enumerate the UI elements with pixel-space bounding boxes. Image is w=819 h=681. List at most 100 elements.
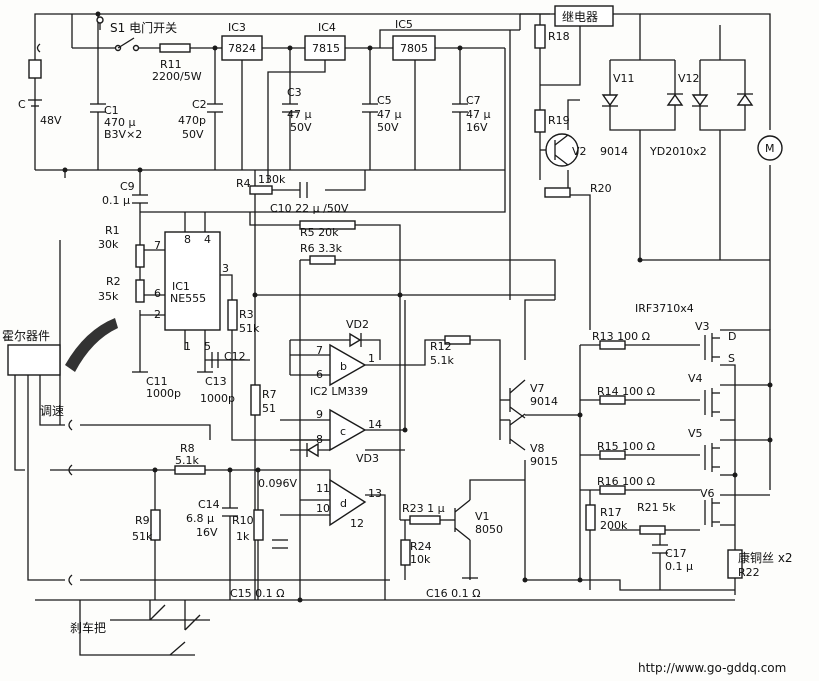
label-r14: R14 100 Ω [597,385,655,398]
resistor-r18 [534,24,546,49]
label-c1-value2: B3V×2 [104,128,142,141]
label-v6: V6 [700,487,715,500]
pin-3: 3 [222,262,229,275]
label-r17: R17 [600,506,622,519]
diode-vd3 [306,442,319,458]
resistor-r9 [150,509,161,541]
label-r8-value: 5.1k [175,454,199,467]
label-ic4-value: 7815 [312,42,340,55]
label-c1: C1 [104,104,119,117]
capacitor-c1 [90,103,106,113]
label-c10: C10 22 μ /50V [270,202,349,215]
label-r5: R5 20k [300,226,339,239]
shunt-resistor-r22 [727,549,743,579]
label-op-c: c [340,425,346,438]
label-c3: C3 [287,86,302,99]
capacitor-c3 [282,103,298,113]
label-r7: R7 [262,388,277,401]
label-drain: D [728,330,736,343]
watermark-url: http://www.go-gddq.com [638,661,786,675]
label-ic5: IC5 [395,18,413,31]
label-r11-value: 2200/5W [152,70,202,83]
label-v1-value: 8050 [475,523,503,536]
resistor-r2 [135,279,145,303]
labels: S1 电门开关 R11 2200/5W IC3 7824 IC4 7815 IC… [2,10,793,675]
pin-4: 4 [204,233,211,246]
pin-8: 8 [184,233,191,246]
hall-sensor [7,344,61,376]
pin-7: 7 [154,239,161,252]
label-c11: C11 [146,375,168,388]
label-v2-value: 9014 [600,145,628,158]
pin-c-9: 9 [316,408,323,421]
label-s1: S1 电门开关 [110,20,177,35]
label-r13: R13 100 Ω [592,330,650,343]
mosfet-v6 [704,498,720,527]
label-v7-value: 9014 [530,395,558,408]
label-c7-value: 47 μ [466,108,491,121]
motor: M [757,135,783,161]
capacitor-c17 [652,544,668,554]
label-v11: V11 [613,72,635,85]
label-r7-value: 51 [262,402,276,415]
label-irf: IRF3710x4 [635,302,694,315]
label-c3-value2: 50V [290,121,312,134]
label-cbat: C [18,98,26,111]
label-vd2: VD2 [346,318,369,331]
capacitor-c2 [207,103,223,113]
label-op-d: d [340,497,347,510]
label-r18: R18 [548,30,570,43]
resistor-r13 [599,340,626,350]
label-c7: C7 [466,94,481,107]
label-r15: R15 100 Ω [597,440,655,453]
label-c14: C14 [198,498,220,511]
label-c17: C17 [665,547,687,560]
label-ic3-value: 7824 [228,42,256,55]
resistor-r14 [599,395,626,405]
label-r20: R20 [590,182,612,195]
battery-48v [28,59,42,107]
label-r12-value: 5.1k [430,354,454,367]
pin-b-6: 6 [316,368,323,381]
label-c5-value2: 50V [377,121,399,134]
label-c2-value2: 50V [182,128,204,141]
label-r4-value: 130k [258,173,286,186]
label-r8: R8 [180,442,195,455]
resistor-r23 [409,515,441,525]
label-c17-value: 0.1 μ [665,560,693,573]
comparator-d [329,478,367,527]
label-r17-value: 200k [600,519,628,532]
resistor-r20 [544,187,571,198]
timer-ic1 [164,231,221,331]
label-r9: R9 [135,514,150,527]
label-vd3: VD3 [356,452,379,465]
label-v5: V5 [688,427,703,440]
comparator-c [329,408,367,452]
capacitor-c10 [299,182,308,198]
pin-b-7: 7 [316,344,323,357]
label-c5: C5 [377,94,392,107]
label-ic4: IC4 [318,21,336,34]
pin-d-13: 13 [368,487,382,500]
label-op-b: b [340,360,347,373]
mosfet-v4 [704,388,720,417]
pin-5: 5 [204,340,211,353]
label-v3: V3 [695,320,710,333]
label-ic5-value: 7805 [400,42,428,55]
label-c1-value: 470 μ [104,116,136,129]
label-r19: R19 [548,114,570,127]
diode-v11 [601,93,684,107]
resistor-r16 [599,485,626,495]
pin-d-12: 12 [350,517,364,530]
pin-1: 1 [184,340,191,353]
label-c2-value: 470p [178,114,206,127]
resistor-r3 [227,299,238,331]
label-c14-value: 6.8 μ [186,512,214,525]
pin-d-11: 11 [316,482,330,495]
diode-v12 [691,93,754,107]
label-ic3: IC3 [228,21,246,34]
label-r16: R16 100 Ω [597,475,655,488]
regulator-ic5 [392,35,436,61]
regulator-ic3 [221,35,263,61]
